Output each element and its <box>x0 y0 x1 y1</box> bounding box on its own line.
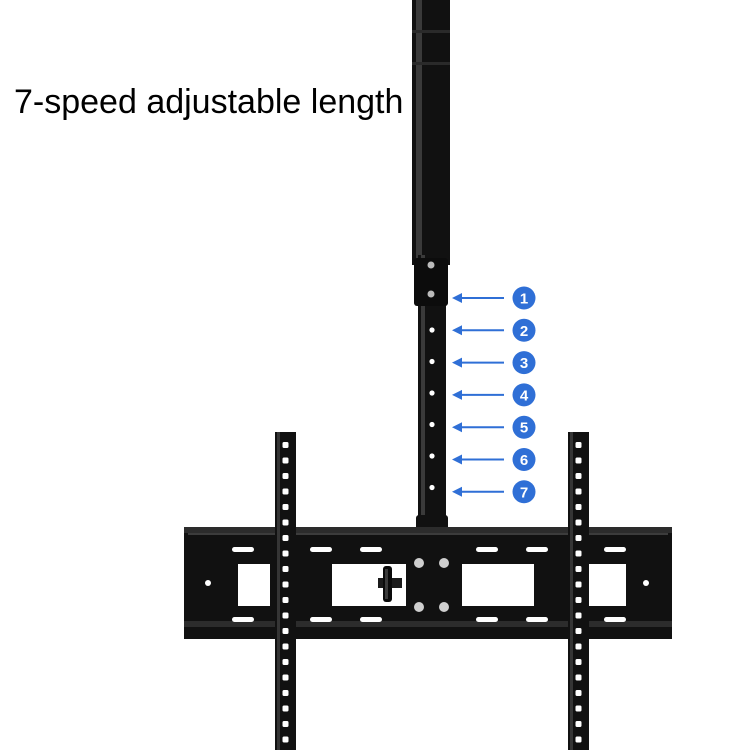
arm-hole <box>282 705 289 712</box>
marker-number: 5 <box>520 420 528 437</box>
arm-hole <box>575 581 582 588</box>
arm-hole <box>575 674 582 681</box>
arm-hole <box>575 519 582 526</box>
arrow-head <box>452 293 462 303</box>
marker-number: 4 <box>520 387 529 404</box>
arm-hole <box>575 597 582 603</box>
arm-hole <box>282 535 289 541</box>
arm-hole <box>282 566 289 572</box>
marker-badge <box>512 480 536 504</box>
arm-hole <box>282 550 289 557</box>
arm-hole <box>282 628 289 634</box>
tilt-knob-icon <box>378 566 402 602</box>
arm-hole <box>282 643 289 650</box>
adjustment-hole <box>429 421 435 428</box>
arrow-head <box>452 325 462 336</box>
arrow-head <box>452 389 462 400</box>
adjustment-hole <box>429 358 435 365</box>
arm-hole <box>282 581 289 588</box>
adjustment-hole <box>429 484 435 491</box>
adjustment-hole <box>429 453 435 459</box>
marker-number: 6 <box>520 452 528 469</box>
arm-hole <box>575 535 582 541</box>
arm-hole <box>575 488 582 495</box>
telescopic-pole-icon <box>412 0 450 533</box>
marker-2: 2 <box>452 318 536 342</box>
marker-badge <box>512 448 536 471</box>
arm-hole <box>575 566 582 572</box>
arm-hole <box>575 628 582 634</box>
arm-hole <box>575 643 582 650</box>
arm-hole <box>282 721 289 727</box>
arrow-head <box>452 422 462 433</box>
marker-number: 3 <box>520 355 528 372</box>
arm-hole <box>282 504 289 510</box>
marker-6: 6 <box>452 448 536 471</box>
length-position-markers: 1 2 3 4 5 6 7 <box>452 286 536 504</box>
tv-mount-bracket-icon <box>184 527 672 639</box>
adjustment-hole <box>429 390 435 396</box>
marker-badge <box>512 351 536 375</box>
right-vertical-arm <box>568 432 589 750</box>
marker-number: 2 <box>520 323 528 340</box>
arm-hole <box>575 721 582 727</box>
marker-3: 3 <box>452 351 536 375</box>
arm-hole <box>282 674 289 681</box>
marker-5: 5 <box>452 415 536 439</box>
arrow-head <box>452 486 462 497</box>
arm-hole <box>575 442 582 448</box>
marker-number: 1 <box>520 291 528 308</box>
arm-hole <box>575 705 582 712</box>
arm-hole <box>575 550 582 557</box>
arm-hole <box>282 659 289 665</box>
marker-1: 1 <box>452 286 536 310</box>
arm-hole <box>575 473 582 479</box>
marker-4: 4 <box>452 383 536 407</box>
arm-hole <box>282 442 289 448</box>
arm-hole <box>282 473 289 479</box>
arm-hole <box>575 457 582 464</box>
arm-hole <box>282 597 289 603</box>
arrow-head <box>452 454 462 465</box>
marker-badge <box>512 318 536 342</box>
headline-text: 7-speed adjustable length <box>14 83 404 121</box>
marker-badge <box>512 415 536 439</box>
left-vertical-arm <box>275 432 296 750</box>
arm-hole <box>575 736 582 743</box>
arm-hole <box>282 612 289 619</box>
arm-hole <box>282 519 289 526</box>
arm-hole <box>575 690 582 696</box>
arm-hole <box>282 736 289 743</box>
marker-7: 7 <box>452 480 536 504</box>
arm-hole <box>575 612 582 619</box>
marker-badge <box>512 383 536 407</box>
marker-badge <box>512 286 536 310</box>
arm-hole <box>282 488 289 495</box>
adjustment-hole <box>429 327 435 333</box>
arm-hole <box>282 457 289 464</box>
arm-hole <box>282 690 289 696</box>
arm-hole <box>575 659 582 665</box>
arm-hole <box>575 504 582 510</box>
marker-number: 7 <box>520 484 528 501</box>
arrow-head <box>452 357 462 368</box>
